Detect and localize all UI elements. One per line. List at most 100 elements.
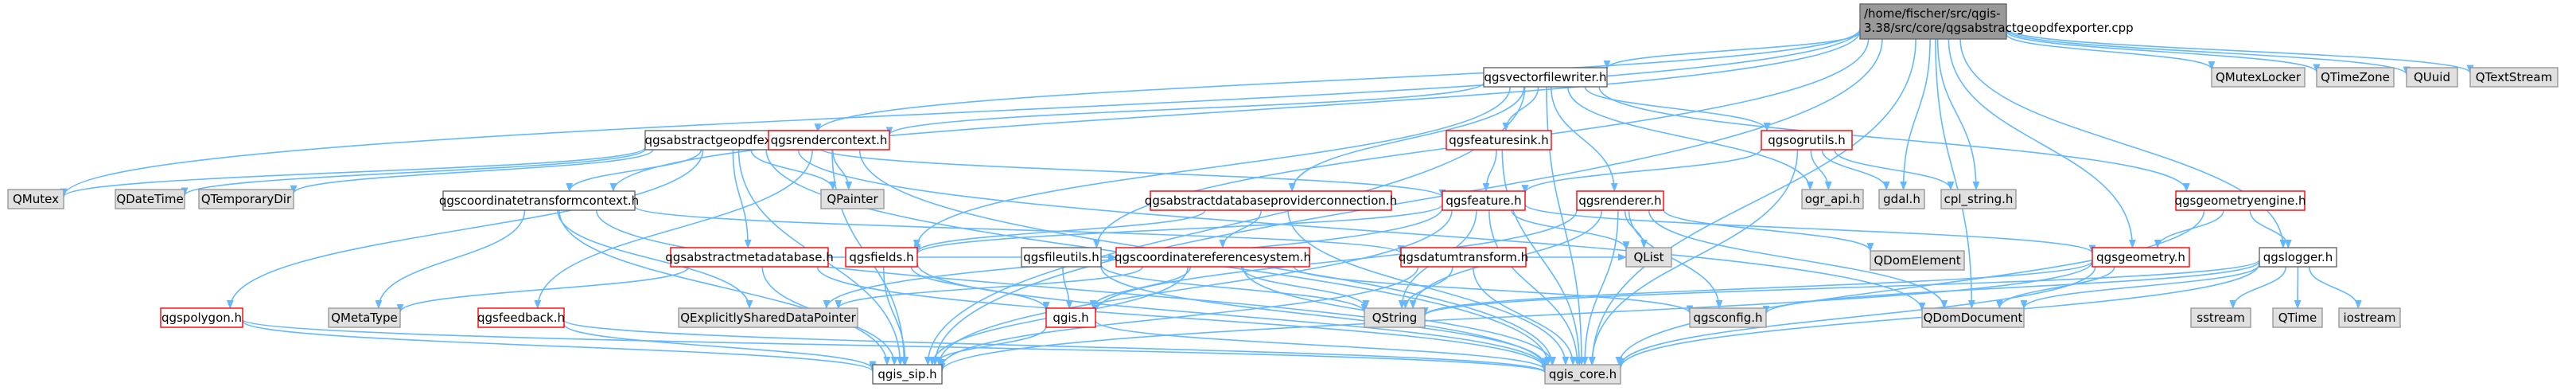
node-QMutexLocker: QMutexLocker xyxy=(2211,67,2306,88)
edge-qgsfeature-to-qgsfields xyxy=(913,204,1443,255)
node-label-ogr_api: ogr_api.h xyxy=(1805,192,1861,207)
node-label-QMutexLocker: QMutexLocker xyxy=(2216,70,2302,84)
node-box-ogr_api xyxy=(1801,189,1864,209)
edge-root-to-QMutex xyxy=(60,28,1861,197)
node-box-QMutex xyxy=(7,189,64,209)
node-qgsogrutils[interactable]: qgsogrutils.h xyxy=(1761,130,1853,151)
edge-qgis-to-qgis_sip xyxy=(931,326,1047,366)
node-QTime: QTime xyxy=(2272,307,2323,328)
node-qgslogger[interactable]: qgslogger.h xyxy=(2259,247,2337,268)
node-qgsfields[interactable]: qgsfields.h xyxy=(845,247,918,268)
node-qgsfeature[interactable]: qgsfeature.h xyxy=(1442,190,1526,211)
edge-qgsfeature-to-qgsgeometry xyxy=(1524,203,2096,254)
node-label-QMutex: QMutex xyxy=(13,192,59,206)
node-qgspolygon[interactable]: qgspolygon.h xyxy=(160,307,243,328)
node-QMutex: QMutex xyxy=(7,189,64,209)
node-QUuid: QUuid xyxy=(2406,67,2458,88)
edge-qgsdatumtransform-to-QString xyxy=(1402,266,1453,310)
node-label-qgscoordinatereferencesystem: qgscoordinatereferencesystem.h xyxy=(1115,250,1311,264)
edge-qgsabstractmetadatabase-to-qgis_core xyxy=(816,266,1549,370)
edge-root-to-qgscoordinatetransformcontext xyxy=(609,30,1861,193)
node-label-qgsfeedback: qgsfeedback.h xyxy=(477,311,565,325)
node-label-QList: QList xyxy=(1633,250,1664,264)
edge-qgsfeature-to-qgis_sip xyxy=(935,209,1453,366)
node-qgsgeometry[interactable]: qgsgeometry.h xyxy=(2092,247,2190,268)
node-qgsdatumtransform[interactable]: qgsdatumtransform.h xyxy=(1399,247,1528,268)
edge-qgsvectorfilewriter-to-qgsgeometryengine xyxy=(1598,86,2190,193)
node-box-qgsgeometry xyxy=(2092,247,2190,268)
edge-qgsrendercontext-to-qgsfeedback xyxy=(534,149,813,310)
edge-qgsvectorfilewriter-to-ogr_api xyxy=(1567,86,1814,191)
node-box-qgsfeature xyxy=(1442,190,1526,211)
node-label-QUuid: QUuid xyxy=(2414,70,2450,84)
edge-root-to-qgsgeometry xyxy=(1948,38,2136,249)
edge-qgsfileutils-to-QString xyxy=(1100,264,1368,314)
node-label-QTemporaryDir: QTemporaryDir xyxy=(201,192,292,206)
node-label-qgspolygon: qgspolygon.h xyxy=(161,311,242,325)
node-qgsvectorfilewriter[interactable]: qgsvectorfilewriter.h xyxy=(1483,67,1608,88)
node-box-iostream xyxy=(2338,307,2401,328)
node-label-cpl_string: cpl_string.h xyxy=(1944,192,2014,207)
node-label-gdal: gdal.h xyxy=(1883,192,1920,206)
edge-root-to-QDomDocument xyxy=(1935,38,1975,310)
node-box-qgsabstractmetadatabase xyxy=(670,247,829,268)
node-label-qgis_core: qgis_core.h xyxy=(1549,367,1617,382)
node-qgis[interactable]: qgis.h xyxy=(1045,307,1096,328)
node-qgsabstractdatabaseproviderconnection[interactable]: qgsabstractdatabaseproviderconnection.h xyxy=(1145,190,1397,211)
node-label-QTime: QTime xyxy=(2278,311,2317,325)
node-box-QTime xyxy=(2272,307,2323,328)
edge-qgsabstractdatabaseproviderconnection-to-qgsfields xyxy=(913,209,1206,253)
edge-qgsfields-to-qgis_sip xyxy=(882,266,909,366)
node-box-qgsfileutils xyxy=(1021,247,1102,268)
edge-root-to-QTimeZone xyxy=(2006,30,2321,73)
edge-qgsvectorfilewriter-to-qgsabstractdatabaseproviderconnection xyxy=(1288,86,1525,193)
edge-qgsabstractgeopdfexporter-to-QDateTime xyxy=(181,148,646,197)
edge-qgsrendercontext-to-QPainter xyxy=(831,149,853,191)
node-gdal: gdal.h xyxy=(1878,189,1925,209)
edge-qgsfileutils-to-qgis_core xyxy=(1100,266,1549,367)
node-box-QPainter xyxy=(820,189,885,209)
node-box-qgsabstractdatabaseproviderconnection xyxy=(1150,190,1392,211)
node-qgis_core: qgis_core.h xyxy=(1544,364,1621,385)
edge-qgsfeature-to-qgis_core xyxy=(1488,209,1582,366)
node-QTimeZone: QTimeZone xyxy=(2316,67,2395,88)
node-box-QUuid xyxy=(2406,67,2458,88)
node-qgsrendercontext[interactable]: qgsrendercontext.h xyxy=(768,130,890,151)
node-qgsfileutils[interactable]: qgsfileutils.h xyxy=(1021,247,1102,268)
node-box-QList xyxy=(1625,247,1672,268)
node-QTemporaryDir: QTemporaryDir xyxy=(198,189,294,209)
node-box-qgsconfig xyxy=(1689,307,1767,328)
node-qgscoordinatetransformcontext[interactable]: qgscoordinatetransformcontext.h xyxy=(439,190,639,211)
node-qgscoordinatereferencesystem[interactable]: qgscoordinatereferencesystem.h xyxy=(1115,247,1311,268)
node-sstream: sstream xyxy=(2190,307,2251,328)
edge-root-to-cpl_string xyxy=(1936,38,1980,191)
edge-qgsrenderer-to-qgis xyxy=(1091,209,1578,314)
node-cpl_string: cpl_string.h xyxy=(1940,189,2017,209)
edge-qgsvectorfilewriter-to-qgsrendercontext xyxy=(885,82,1485,136)
edge-qgscoordinatereferencesystem-to-QExplicitlySharedDataPointer xyxy=(835,266,1144,310)
node-qgsgeometryengine[interactable]: qgsgeometryengine.h xyxy=(2175,190,2306,211)
node-QDateTime: QDateTime xyxy=(115,189,185,209)
node-label-qgsabstractdatabaseproviderconnection: qgsabstractdatabaseproviderconnection.h xyxy=(1145,194,1397,208)
edge-qgsabstractgeopdfexporter-to-qgsfeature xyxy=(817,147,1446,198)
node-label-iostream: iostream xyxy=(2344,311,2396,325)
edge-qgsabstractgeopdfexporter-to-QDomDocument xyxy=(797,149,1926,311)
node-box-qgsvectorfilewriter xyxy=(1483,67,1608,88)
edge-qgsgeometryengine-to-qgis_core xyxy=(1615,209,2205,366)
node-qgsrenderer[interactable]: qgsrenderer.h xyxy=(1576,190,1664,211)
node-label-qgsfileutils: qgsfileutils.h xyxy=(1023,250,1099,264)
node-qgsfeaturesink[interactable]: qgsfeaturesink.h xyxy=(1446,130,1552,151)
node-label-QDomElement: QDomElement xyxy=(1874,253,1960,268)
edge-qgsgeometry-to-qgis_sip xyxy=(938,261,2093,372)
node-qgsabstractmetadatabase[interactable]: qgsabstractmetadatabase.h xyxy=(665,247,834,268)
edge-qgslogger-to-QString xyxy=(1421,259,2260,317)
edge-root-to-qgis_core xyxy=(1588,38,1916,366)
edge-root-to-qgsabstractgeopdfexporter xyxy=(814,28,1861,133)
edge-qgsvectorfilewriter-to-qgsfields xyxy=(912,86,1511,249)
node-ogr_api: ogr_api.h xyxy=(1801,189,1864,209)
node-qgis_sip[interactable]: qgis_sip.h xyxy=(872,364,943,385)
node-qgsfeedback[interactable]: qgsfeedback.h xyxy=(477,307,565,328)
node-QPainter: QPainter xyxy=(820,189,885,209)
edge-qgscoordinatetransformcontext-to-qgis_sip xyxy=(558,209,891,366)
node-label-QDateTime: QDateTime xyxy=(116,192,183,206)
